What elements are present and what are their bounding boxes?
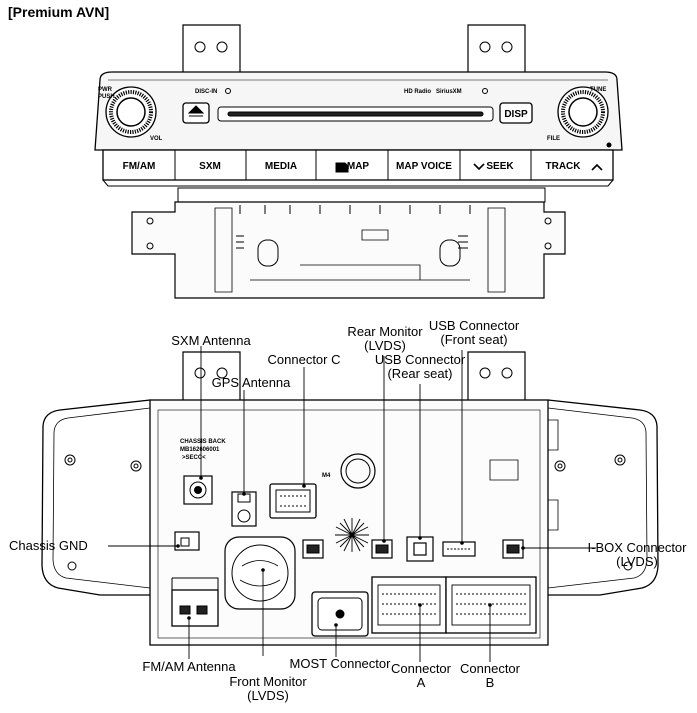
fm-am-button[interactable]: FM/AM: [123, 161, 156, 172]
chevron-down-icon: [473, 163, 485, 171]
rear-monitor-label: Rear Monitor(LVDS): [347, 324, 423, 353]
rear-right-bracket: [467, 351, 526, 400]
secc-text: >SECC<: [182, 455, 206, 461]
chevron-up-icon: [591, 163, 603, 171]
pwr-label: PWR: [98, 87, 113, 93]
connector-c: [269, 483, 317, 519]
page-title: [Premium AVN]: [8, 4, 110, 20]
ibox-connector-label: I-BOX Connector(LVDS): [587, 540, 687, 569]
fm-am-antenna-label: FM/AM Antenna: [142, 659, 236, 674]
usb-rear-port: [406, 536, 434, 562]
gps-antenna-label: GPS Antenna: [211, 375, 291, 390]
sxm-button[interactable]: SXM: [199, 161, 221, 172]
status-led: [482, 88, 488, 94]
callout-lines: [108, 346, 596, 662]
disp-button[interactable]: DISP: [504, 109, 528, 120]
file-label: FILE: [547, 136, 560, 142]
front-monitor-port: [302, 539, 324, 559]
push-label: PUSH: [98, 94, 115, 100]
usb-front-label: USB Connector(Front seat): [428, 318, 520, 347]
fm-am-antenna-port: [171, 589, 219, 627]
fan-housing: [224, 536, 296, 610]
front-monitor-label: Front Monitor(LVDS): [229, 674, 307, 703]
rear-unit: [41, 351, 659, 646]
usb-rear-label: USB Connector(Rear seat): [374, 352, 466, 381]
map-voice-button[interactable]: MAP VOICE: [396, 161, 452, 172]
connector-c-label: Connector C: [267, 352, 341, 367]
rear-right-wing: [547, 399, 659, 596]
sd-card-icon: [335, 162, 349, 173]
button-row: [102, 149, 614, 181]
media-button[interactable]: MEDIA: [265, 161, 297, 172]
seek-button[interactable]: SEEK: [486, 161, 514, 172]
vol-label: VOL: [150, 136, 163, 142]
rear-monitor-port: [371, 539, 393, 559]
tune-label: TUNE: [590, 87, 606, 93]
vol-knob: [105, 86, 157, 138]
disc-in-label: DISC-IN: [195, 89, 217, 95]
most-connector-label: MOST Connector: [289, 656, 391, 671]
siriusxm-logo: SiriusXM: [436, 89, 462, 95]
rear-left-bracket: [182, 351, 241, 400]
usb-front-port: [442, 541, 476, 557]
disc-in-led: [225, 88, 231, 94]
connector-a-port: [371, 576, 447, 634]
disp-button-frame: [499, 102, 533, 124]
m4-label: M4: [322, 473, 331, 479]
sunburst-vent: [335, 518, 369, 552]
chassis-gnd-label: Chassis GND: [9, 538, 88, 553]
sxm-antenna-label: SXM Antenna: [171, 333, 251, 348]
front-chassis: [131, 201, 566, 299]
rear-left-wing: [41, 399, 151, 596]
front-right-bracket: [467, 24, 526, 72]
hd-radio-logo: HD Radio: [404, 89, 431, 95]
tune-knob: [557, 86, 609, 138]
ibox-port: [502, 539, 524, 559]
front-left-bracket: [182, 24, 241, 72]
front-unit: [94, 24, 623, 299]
chassis-back-text: CHASSIS BACK: [180, 439, 226, 445]
map-button[interactable]: MAP: [347, 161, 370, 172]
part-number-text: MB162606001: [180, 447, 220, 453]
m4-post: [340, 453, 376, 489]
track-button[interactable]: TRACK: [546, 161, 582, 172]
gps-antenna-port: [231, 491, 257, 527]
